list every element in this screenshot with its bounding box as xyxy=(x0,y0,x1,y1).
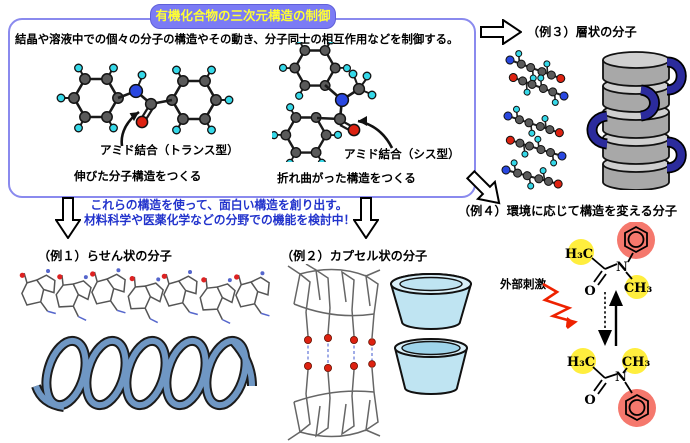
helix-graphic xyxy=(31,335,257,412)
capsule-wireframe-graphic xyxy=(287,264,381,441)
switchable-molecule-graphic: H₃C N O CH₃ 外部刺激 xyxy=(499,222,656,427)
ch3-label: CH₃ xyxy=(624,281,653,296)
equilibrium-arrows-icon xyxy=(598,290,623,346)
n-label: N xyxy=(615,370,627,385)
formula-top: H₃C N O CH₃ xyxy=(565,222,655,299)
middle-note-line2: 材料科学や医薬化学などの分野での機能を検討中！ xyxy=(84,213,356,227)
molecule-trans-graphic xyxy=(55,62,235,147)
nitrogen-atom xyxy=(334,92,350,108)
phenyl-highlight xyxy=(618,389,656,427)
cylinder-stack-graphic xyxy=(586,51,687,190)
middle-note-line1: これらの構造を使って、面白い構造を創り出す。 xyxy=(90,198,348,212)
o-label: O xyxy=(584,393,595,408)
middle-note: これらの構造を使って、面白い構造を創り出す。 材料科学や医薬化学などの分野での機… xyxy=(84,198,356,228)
methyl-highlight xyxy=(568,239,594,265)
down-arrow-right-icon xyxy=(353,197,379,239)
main-box xyxy=(8,18,476,198)
example4-label: （例４）環境に応じて構造を変える分子 xyxy=(458,204,678,218)
polymer-chain-graphic xyxy=(18,267,272,325)
pointer-arrow xyxy=(120,110,140,147)
h3c-label: H₃C xyxy=(565,247,593,262)
formula-bottom: H₃C N O CH₃ xyxy=(567,348,656,427)
methyl-highlight xyxy=(622,348,648,374)
page-title-badge: 有機化合物の三次元構造の制御 xyxy=(150,4,336,29)
stimulus-label: 外部刺激 xyxy=(499,277,546,291)
oxygen-atom xyxy=(135,115,149,129)
nitrogen-atom xyxy=(128,83,144,99)
cis-caption: 折れ曲がった構造をつくる xyxy=(277,171,416,185)
h3c-label: H₃C xyxy=(567,355,595,370)
pointer-arrow xyxy=(357,119,394,149)
arrow-right-icon xyxy=(480,19,522,45)
amide-cis-label: アミド結合（シス型） xyxy=(344,147,460,161)
oxygen-atom xyxy=(347,123,361,137)
blue-link-icon xyxy=(586,56,687,174)
hydrogen-atom xyxy=(137,70,147,80)
amide-trans-label: アミド結合（トランス型） xyxy=(100,143,239,157)
methyl-highlight xyxy=(625,275,649,299)
methyl-highlight xyxy=(570,348,596,374)
example3-label: （例３）層状の分子 xyxy=(527,25,637,39)
ch3-label: CH₃ xyxy=(622,355,651,370)
molecule-cis-graphic xyxy=(272,42,394,162)
stimulus-zigzag-icon xyxy=(542,282,578,330)
down-arrow-left-icon xyxy=(55,197,81,239)
example2-label: （例２）カプセル状の分子 xyxy=(281,249,428,263)
capsule-bowls-graphic xyxy=(389,273,473,395)
description-text: 結晶や溶液中での個々の分子の構造やその動き、分子同士の相互作用などを制御する。 xyxy=(15,32,459,46)
o-label: O xyxy=(584,284,595,299)
n-label: N xyxy=(616,260,628,275)
example1-label: （例１）らせん状の分子 xyxy=(38,249,172,263)
oxygen-atoms xyxy=(303,334,376,373)
trans-caption: 伸びた分子構造をつくる xyxy=(74,169,202,183)
arrow-down-right-icon xyxy=(465,169,501,205)
